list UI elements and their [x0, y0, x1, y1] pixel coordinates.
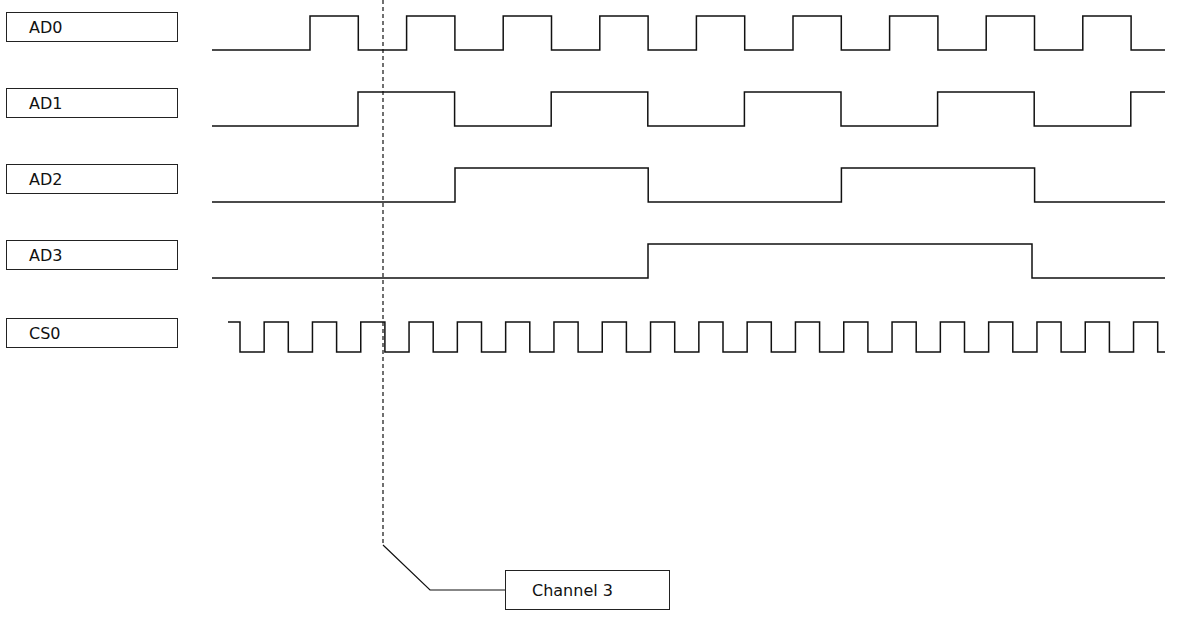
signal-label: CS0 [29, 324, 61, 343]
signal-name-box: AD2 [6, 164, 178, 194]
signal-name-box: CS0 [6, 318, 178, 348]
ad2-waveform [212, 168, 1165, 202]
ad3-waveform [212, 244, 1165, 278]
signal-name-box: AD0 [6, 12, 178, 42]
marker-line [382, 0, 383, 545]
signal-label: AD1 [29, 94, 62, 113]
leader-line [383, 545, 505, 590]
callout-box: Channel 3 [505, 570, 670, 610]
cs0-clock-waveform [228, 322, 1165, 352]
ad1-waveform [212, 92, 1165, 126]
signal-name-box: AD1 [6, 88, 178, 118]
signal-label: Channel 3 [532, 581, 613, 600]
signal-name-box: AD3 [6, 240, 178, 270]
signal-label: AD3 [29, 246, 62, 265]
signal-label: AD2 [29, 170, 62, 189]
signal-label: AD0 [29, 18, 62, 37]
ad0-waveform [212, 16, 1165, 50]
